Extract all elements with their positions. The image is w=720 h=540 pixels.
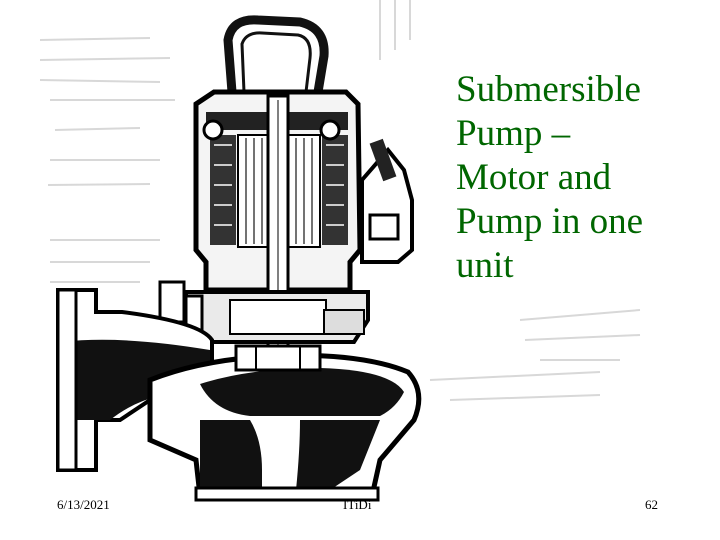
background-scan-marks xyxy=(39,0,641,401)
bearing-top-left xyxy=(202,119,224,141)
slide-title: Submersible Pump – Motor and Pump in one… xyxy=(456,68,706,288)
stator-right xyxy=(322,135,348,245)
impeller xyxy=(234,344,322,372)
footer-date: 6/13/2021 xyxy=(57,497,110,512)
title-line-2: Pump – xyxy=(456,113,571,154)
lifting-handle xyxy=(223,15,329,93)
title-line-5: unit xyxy=(456,245,514,286)
title-line-3: Motor and xyxy=(456,157,612,198)
slide-number: 62 xyxy=(645,497,658,512)
footer-center-text: ITiDi xyxy=(343,497,372,512)
stator-left xyxy=(210,135,236,245)
title-line-1: Submersible xyxy=(456,69,641,110)
title-line-4: Pump in one xyxy=(456,201,644,242)
inlet-base xyxy=(194,486,380,502)
bearing-top-right xyxy=(319,119,341,141)
